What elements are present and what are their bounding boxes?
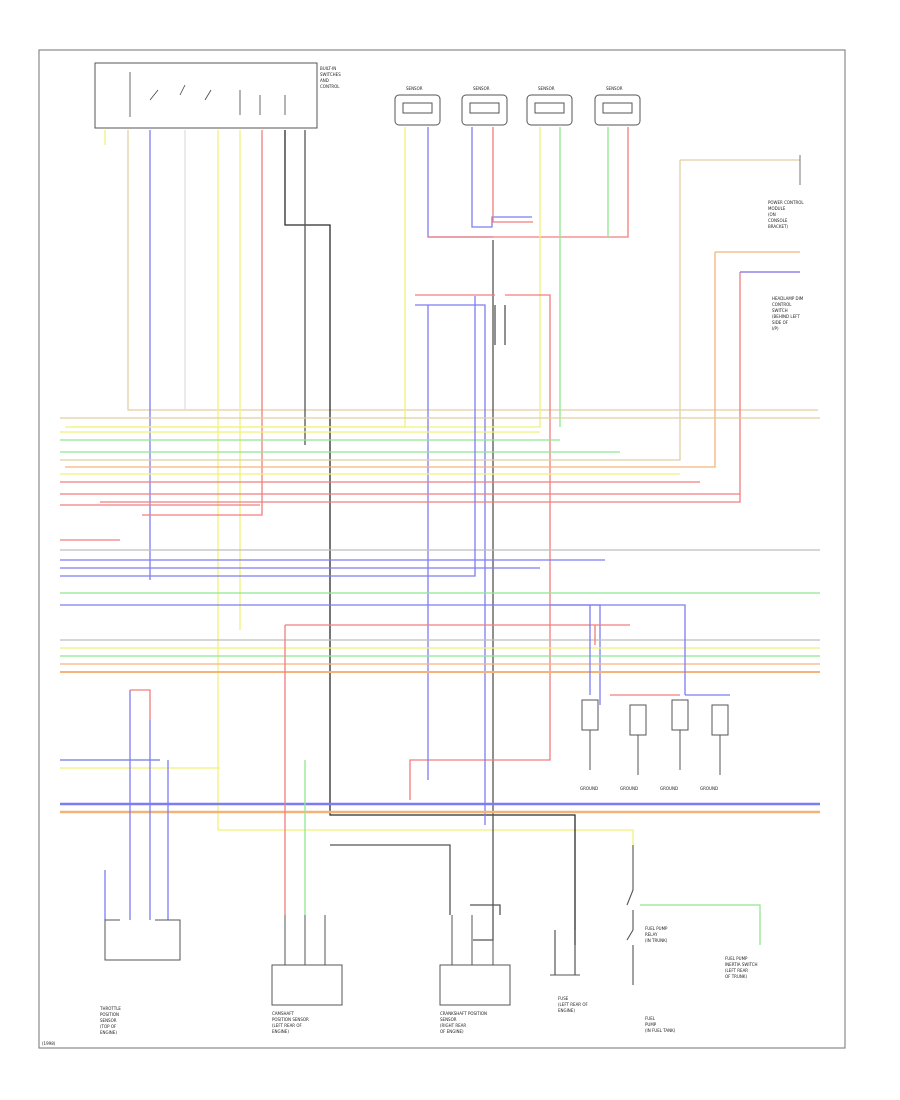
sensor-4-label: SENSOR [606, 86, 623, 91]
ckp-label-2: SENSOR [440, 1017, 457, 1022]
cmp-label-2: POSITION SENSOR [272, 1017, 309, 1022]
hd-label-5: SIDE OF [772, 320, 789, 325]
pcm-label-3: (ON [768, 212, 776, 217]
switch-box-label-1: BUILT-IN [320, 66, 336, 71]
fpr-label-1: FUEL PUMP [645, 926, 668, 931]
pcm-label-5: BRACKET) [768, 224, 788, 229]
diagram-frame [38, 49, 846, 1049]
pcm-label-1: POWER CONTROL [768, 200, 804, 205]
cmp-label-4: ENGINE) [272, 1029, 289, 1034]
sensor-3-label: SENSOR [538, 86, 555, 91]
switch-box-wires [104, 130, 818, 945]
left-harness-bus [60, 296, 820, 814]
power-control-module: POWER CONTROL MODULE (ON CONSOLE BRACKET… [60, 155, 804, 461]
tps-label-3: SENSOR [100, 1018, 117, 1023]
sensor-1-label: SENSOR [406, 86, 423, 91]
splice-1-label: GROUND [580, 786, 598, 791]
fuse-label-2: (LEFT REAR OF [558, 1002, 589, 1007]
sensor-2-label: SENSOR [473, 86, 490, 91]
fuse-label-1: FUSE [558, 996, 569, 1001]
fpi-label-3: (LEFT REAR [725, 968, 748, 973]
pcm-label-2: MODULE [768, 206, 786, 211]
splice-4: GROUND [700, 704, 729, 791]
hd-label-1: HEADLAMP DIM [772, 296, 804, 301]
sensor-2: SENSOR [461, 86, 508, 126]
hd-label-4: (BEHIND LEFT [772, 314, 800, 319]
fpi-label-1: FUEL PUMP [725, 956, 748, 961]
fpr-label-2: RELAY [645, 932, 658, 937]
tps-label-2: POSITION [100, 1012, 119, 1017]
splice-2: GROUND [620, 704, 647, 791]
sensor-1: SENSOR [394, 86, 441, 126]
tps-label-1: THROTTLE [99, 1006, 121, 1011]
switch-box-label-2: SWITCHES [320, 72, 341, 77]
splice-3: GROUND [660, 699, 689, 791]
splice-4-label: GROUND [700, 786, 718, 791]
ckp-label-1: CRANKSHAFT POSITION [440, 1011, 487, 1016]
throttle-position-sensor: THROTTLE POSITION SENSOR (TOP OF ENGINE) [60, 689, 181, 1035]
splice-2-label: GROUND [620, 786, 638, 791]
fuse-component: FUSE (LEFT REAR OF ENGINE) [550, 930, 589, 1013]
crankshaft-position-sensor: CRANKSHAFT POSITION SENSOR (RIGHT REAR O… [439, 915, 511, 1034]
fpi-label-4: OF TRUNK) [725, 974, 747, 979]
pcm-label-4: CONSOLE [768, 218, 788, 223]
splice-1: GROUND [580, 699, 599, 791]
fpr-label-3: (IN TRUNK) [645, 938, 668, 943]
switch-box-label-3: AND [320, 78, 329, 83]
tps-label-5: ENGINE) [100, 1030, 117, 1035]
fuse-label-3: ENGINE) [558, 1008, 575, 1013]
ckp-label-3: (RIGHT REAR [440, 1023, 466, 1028]
center-wires [284, 604, 730, 915]
footer-code: (1998) [42, 1041, 56, 1046]
switch-box-label-4: CONTROL [320, 84, 340, 89]
tps-label-4: (TOP OF [100, 1024, 117, 1029]
sensor-3: SENSOR [526, 86, 573, 126]
fpi-label-2: INERTIA SWITCH [725, 962, 758, 967]
sensor-4: SENSOR [594, 86, 641, 126]
fp-label-1: FUEL [645, 1016, 656, 1021]
hd-label-3: SWITCH [772, 308, 788, 313]
ground-splices: GROUND GROUND GROUND GROUND [580, 699, 729, 791]
ckp-label-4: OF ENGINE) [440, 1029, 464, 1034]
hd-label-2: CONTROL [772, 302, 792, 307]
fp-label-3: (IN FUEL TANK) [645, 1028, 676, 1033]
fp-label-2: PUMP [645, 1022, 657, 1027]
headlamp-dim-switch: HEADLAMP DIM CONTROL SWITCH (BEHIND LEFT… [65, 251, 804, 503]
cmp-label-1: CAMSHAFT [272, 1011, 294, 1016]
hd-label-6: I/P) [772, 326, 779, 331]
camshaft-position-sensor: CAMSHAFT POSITION SENSOR (LEFT REAR OF E… [271, 915, 343, 1034]
splice-3-label: GROUND [660, 786, 678, 791]
mid-connectors [409, 294, 551, 825]
switch-box-component: BUILT-IN SWITCHES AND CONTROL [94, 62, 341, 129]
cmp-label-3: (LEFT REAR OF [272, 1023, 303, 1028]
fuel-pump-relay-and-switch: FUEL PUMP RELAY (IN TRUNK) FUEL PUMP INE… [626, 845, 761, 1033]
